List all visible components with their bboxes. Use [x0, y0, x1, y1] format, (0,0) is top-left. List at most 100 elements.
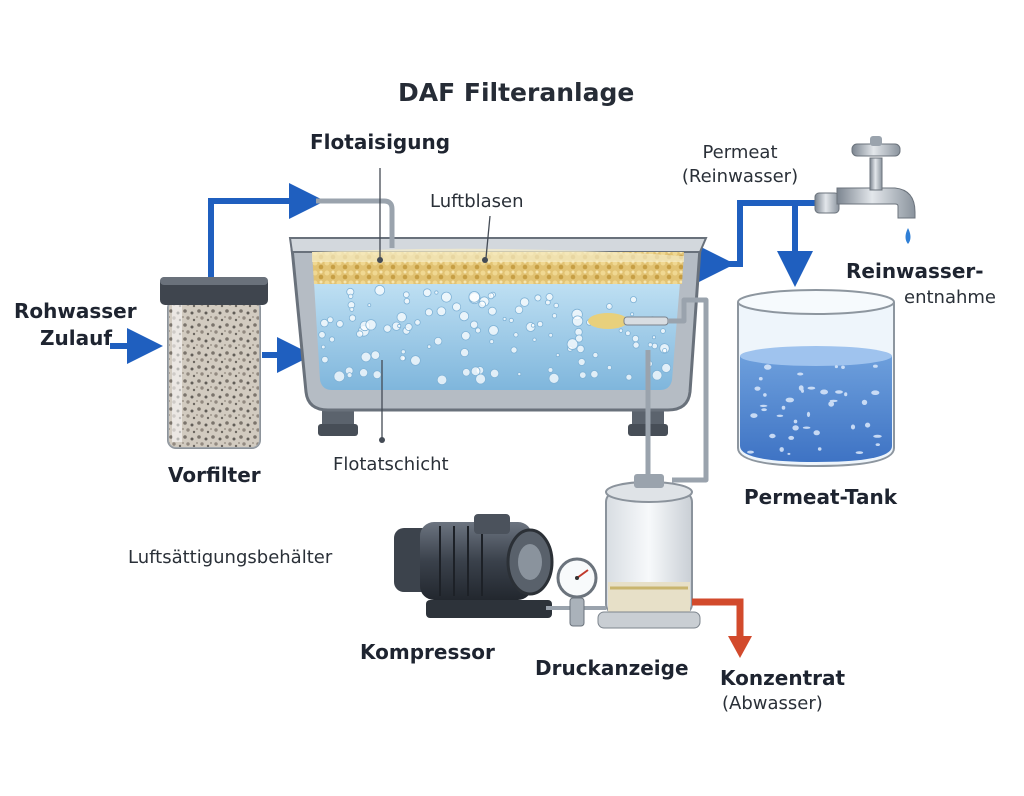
water-sparkle [779, 447, 784, 452]
label-prefilter: Vorfilter [168, 463, 261, 487]
air-bubble [346, 372, 353, 379]
water-sparkle [747, 450, 754, 454]
water-sparkle [781, 405, 786, 410]
air-bubble [530, 323, 536, 328]
compressor-unit [394, 514, 554, 618]
air-bubble [551, 313, 558, 319]
air-bubble [359, 368, 369, 378]
air-bubble [400, 349, 406, 355]
air-bubble [606, 365, 612, 371]
label-pressure-gauge: Druckanzeige [535, 656, 689, 680]
water-sparkle [787, 452, 791, 455]
air-bubble [383, 324, 392, 333]
label-saturation-vessel: Luftsättigungsbehälter [128, 547, 333, 568]
air-bubble [651, 369, 663, 381]
water-sparkle [776, 414, 784, 417]
air-bubble [489, 339, 495, 345]
water-sparkle [875, 443, 880, 446]
water-sparkle [793, 419, 798, 424]
water-sparkle [871, 390, 880, 396]
air-bubble [372, 370, 382, 380]
water-sparkle [865, 422, 871, 428]
air-bubble [555, 353, 560, 358]
air-bubble [427, 344, 432, 349]
air-bubble [348, 314, 357, 322]
air-bubble [661, 363, 672, 373]
air-bubble [459, 311, 470, 322]
air-bubble [468, 291, 481, 303]
water-sparkle [764, 364, 772, 370]
air-bubble [487, 306, 497, 316]
air-bubble [647, 342, 653, 348]
water-sparkle [834, 365, 839, 369]
water-sparkle [769, 433, 776, 439]
air-bubble [625, 330, 631, 337]
label-permeate-tank: Permeat-Tank [744, 485, 898, 509]
water-sparkle [873, 364, 878, 368]
air-bubble [399, 354, 406, 362]
air-bubble [618, 328, 624, 333]
air-bubble [461, 331, 471, 341]
water-sparkle [759, 404, 768, 407]
water-sparkle [817, 447, 822, 451]
water-sparkle [855, 451, 864, 454]
diagram-title: DAF Filteranlage [398, 78, 635, 107]
air-bubble [336, 320, 344, 328]
air-bubble [590, 370, 599, 379]
water-sparkle [828, 401, 835, 407]
label-raw-water-1: Rohwasser [14, 299, 137, 323]
air-bubble [475, 373, 487, 385]
water-sparkle [792, 425, 799, 431]
air-bubble [404, 323, 413, 331]
label-concentrate-sub: (Abwasser) [722, 693, 823, 714]
air-bubble [575, 334, 584, 343]
water-sparkle [850, 424, 856, 430]
air-bubble [652, 335, 657, 340]
air-bubble [662, 348, 668, 354]
air-bubble [545, 299, 551, 306]
label-clean-water-out-1: Reinwasser- [846, 259, 984, 283]
air-bubble [374, 284, 386, 296]
air-bubble [460, 348, 470, 358]
water-sparkle [806, 411, 811, 417]
air-bubble [424, 308, 433, 317]
air-bubble [548, 332, 553, 338]
permeate-tank-vessel [737, 289, 895, 468]
air-bubble [576, 344, 585, 353]
air-bubble [547, 367, 554, 373]
air-bubble [625, 373, 633, 381]
air-bubble [320, 344, 326, 350]
air-bubble [402, 291, 410, 299]
air-bubble [571, 315, 584, 327]
pressure-gauge [546, 557, 606, 627]
tap-faucet [814, 136, 916, 244]
air-bubble [433, 337, 443, 346]
air-bubble [365, 319, 377, 331]
air-bubble [660, 328, 666, 334]
prefilter-vessel [160, 277, 268, 449]
saturation-vessel [597, 474, 701, 629]
air-bubble [487, 292, 495, 300]
air-bubble [396, 312, 407, 323]
water-sparkle [763, 393, 767, 397]
water-sparkle [844, 392, 848, 397]
concentrate-arrow [692, 598, 744, 640]
air-bubble [403, 298, 411, 305]
flotation-tank [288, 237, 708, 436]
air-bubble [579, 371, 587, 379]
air-bubble [349, 306, 355, 312]
air-bubble [326, 316, 334, 324]
water-sparkle [829, 399, 838, 403]
air-bubble [489, 368, 500, 378]
water-sparkle [802, 426, 811, 429]
air-bubble [333, 370, 346, 383]
air-bubble [534, 294, 542, 302]
label-permeate-sub: (Reinwasser) [681, 166, 799, 187]
water-sparkle [807, 386, 816, 390]
air-bubble [536, 320, 544, 328]
label-permeate: Permeat [702, 142, 778, 163]
water-sparkle [750, 413, 758, 418]
air-bubble [502, 316, 507, 321]
air-bubble [348, 293, 354, 299]
air-bubble [513, 332, 519, 338]
